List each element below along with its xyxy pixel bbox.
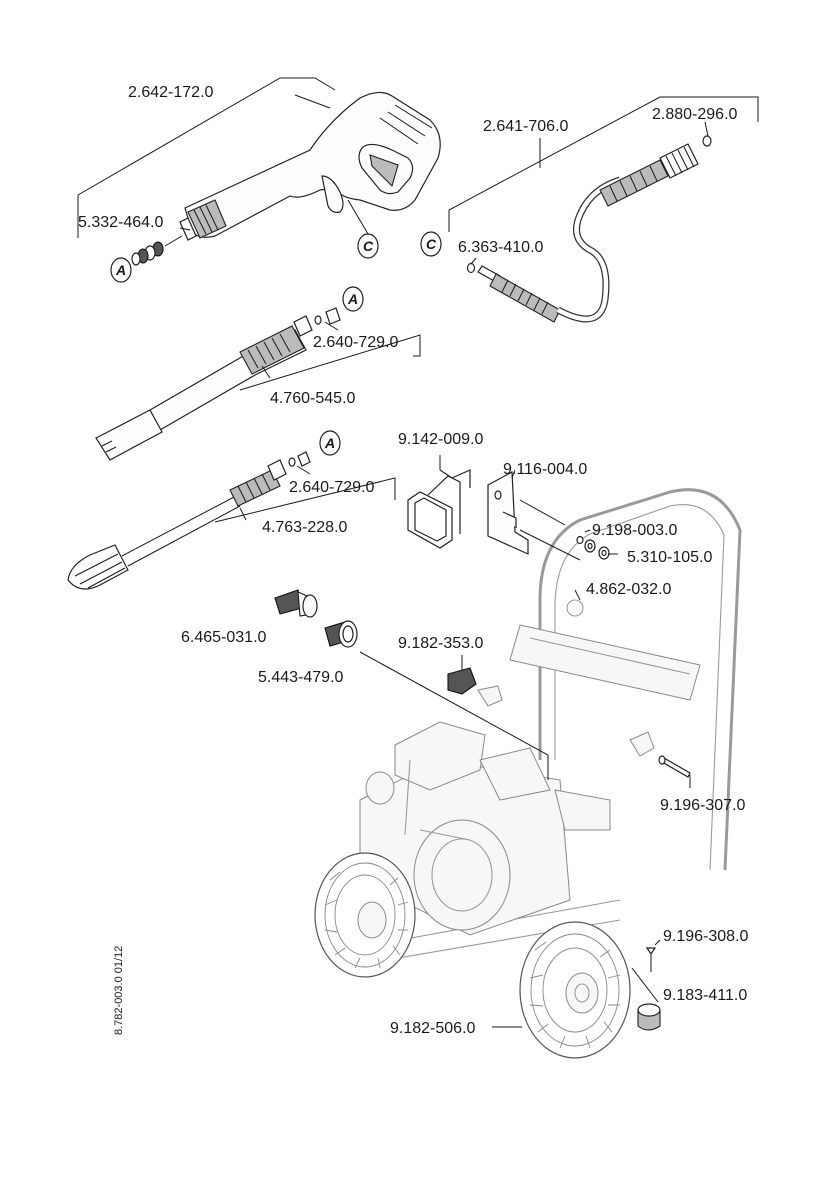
- part-label-lance-oring-1: 2.640-729.0: [313, 334, 399, 351]
- part-label-trigger-gun: 2.642-172.0: [128, 84, 214, 101]
- part-labels: 2.642-172.0 5.332-464.0 2.641-706.0 2.88…: [78, 84, 749, 1037]
- leader-lines: [77, 77, 759, 1028]
- star-knob-drawing: [447, 667, 655, 757]
- part-label-hose-fitting: 2.880-296.0: [652, 106, 738, 123]
- callout-c-text: C: [426, 236, 437, 252]
- part-label-push-handle: 4.862-032.0: [586, 581, 672, 598]
- gun-swivel-drawing: [131, 235, 183, 266]
- connector-drawing: [324, 620, 358, 648]
- part-label-washer: 5.310-105.0: [627, 549, 713, 566]
- document-number: 8.782-003.0 01/12: [113, 946, 125, 1035]
- rotary-lance-drawing: [67, 451, 311, 590]
- part-label-spray-lance: 4.760-545.0: [270, 390, 356, 407]
- part-label-screw-1: 9.198-003.0: [592, 522, 678, 539]
- part-label-connector: 5.443-479.0: [258, 669, 344, 686]
- left-wheel-drawing: [314, 852, 416, 978]
- hose-drawing: [466, 135, 712, 323]
- machine-frame-drawing: [339, 488, 742, 969]
- callout-c-text: C: [363, 238, 374, 254]
- rubber-foot-drawing: [637, 1003, 661, 1031]
- callout-marker-a-lance: A: [342, 286, 364, 312]
- part-label-wheel: 9.182-506.0: [390, 1020, 476, 1037]
- bolt-drawing: [658, 755, 691, 778]
- part-label-hose-holder: 9.142-009.0: [398, 431, 484, 448]
- part-label-lance-oring-2: 2.640-729.0: [289, 479, 375, 496]
- part-label-bolt: 9.196-307.0: [660, 797, 746, 814]
- callout-marker-c-gun: C: [357, 233, 379, 259]
- screw-washer-drawing: [576, 535, 610, 560]
- adapter-drawing: [274, 589, 318, 618]
- part-label-hose: 2.641-706.0: [483, 118, 569, 135]
- callout-marker-c-hose: C: [420, 231, 442, 257]
- screw-2-drawing: [645, 947, 657, 972]
- callout-a-text: A: [324, 435, 335, 451]
- part-label-rotary-nozzle-lance: 4.763-228.0: [262, 519, 348, 536]
- part-label-bracket: 9.116-004.0: [503, 461, 587, 478]
- part-label-gun-swivel: 5.332-464.0: [78, 214, 164, 231]
- hose-holder-drawing: [407, 469, 471, 549]
- callout-marker-a-rotary: A: [319, 430, 341, 456]
- part-label-hose-oring: 6.363-410.0: [458, 239, 544, 256]
- trigger-gun-drawing: [179, 91, 441, 241]
- callout-a-text: A: [115, 262, 126, 278]
- bracket-drawing: [487, 471, 529, 555]
- part-label-adapter: 6.465-031.0: [181, 629, 267, 646]
- part-label-rubber-foot: 9.183-411.0: [663, 987, 747, 1004]
- part-label-screw-2: 9.196-308.0: [663, 928, 749, 945]
- spray-lance-drawing: [95, 307, 341, 461]
- callout-a-text: A: [347, 291, 358, 307]
- callout-marker-a-gun: A: [110, 257, 132, 283]
- right-wheel-drawing: [519, 921, 631, 1059]
- part-label-star-knob: 9.182-353.0: [398, 635, 484, 652]
